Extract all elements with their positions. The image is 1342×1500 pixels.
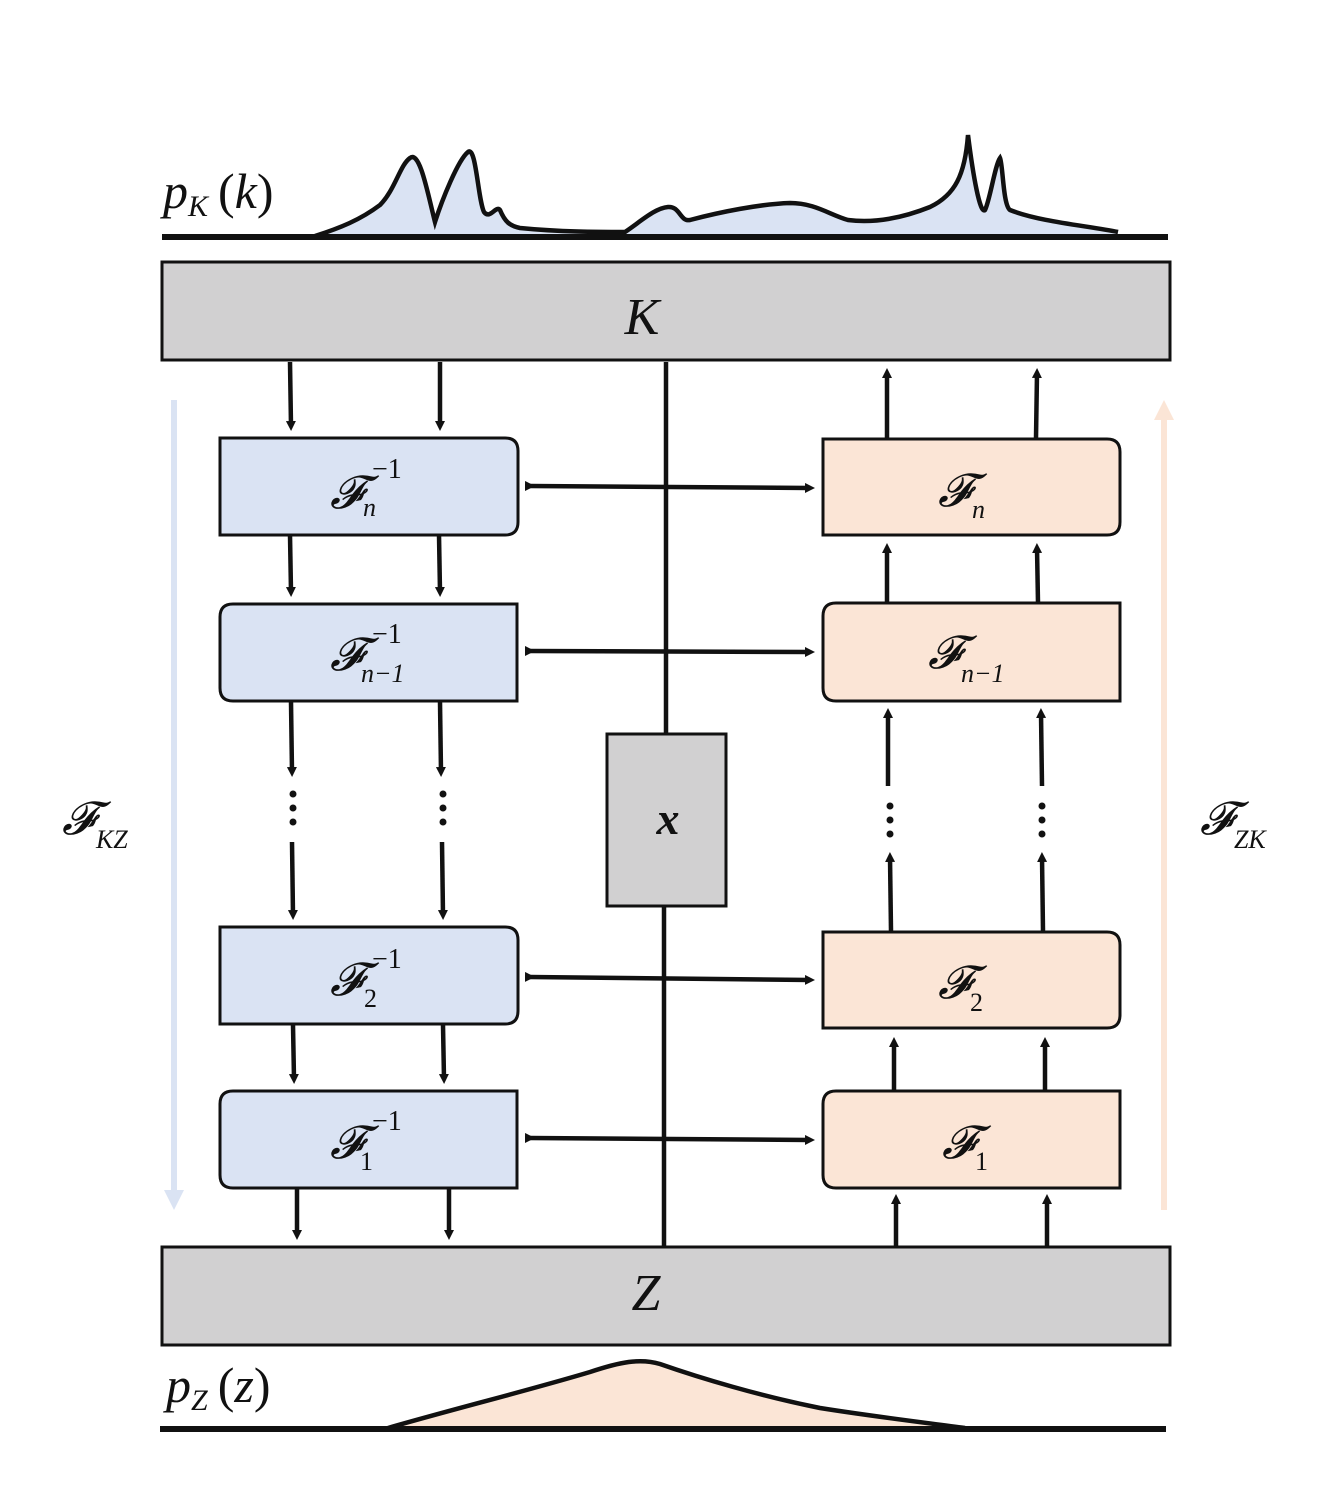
svg-text:1: 1 — [360, 1147, 373, 1176]
svg-text:n: n — [972, 495, 985, 524]
k-bar-label: K — [624, 289, 662, 346]
inverse-block-n-1: 𝓕 −1 n−1 — [218, 602, 519, 703]
top-density: pK(k) — [160, 134, 1168, 240]
bottom-density-fill — [388, 1361, 965, 1428]
svg-text:2: 2 — [364, 984, 377, 1013]
center-box-label: x — [656, 793, 680, 844]
pairing-arrows — [524, 480, 815, 1145]
svg-text:1: 1 — [975, 1147, 988, 1176]
svg-text:n−1: n−1 — [961, 659, 1005, 688]
inverse-block-2: 𝓕 −1 2 — [218, 925, 520, 1026]
k-bar: K — [160, 260, 1172, 362]
svg-text:−1: −1 — [372, 619, 402, 650]
kz-direction-arrow — [164, 400, 184, 1210]
svg-text:n−1: n−1 — [361, 659, 405, 688]
inverse-block-1: 𝓕 −1 1 — [218, 1089, 519, 1190]
center-box: x — [605, 732, 728, 908]
z-bar: Z — [160, 1245, 1172, 1347]
inverse-flow-arrows — [285, 361, 454, 1240]
bottom-density: pZ(z) — [160, 1357, 1166, 1432]
forward-ellipsis — [886, 802, 1046, 838]
bottom-density-label: pZ(z) — [163, 1357, 270, 1417]
top-density-curve — [314, 134, 1119, 239]
svg-text:−1: −1 — [372, 1106, 402, 1137]
kz-label: 𝓕KZ — [62, 791, 128, 854]
k-bar-rect — [160, 260, 1172, 362]
z-bar-rect — [160, 1245, 1172, 1347]
svg-text:2: 2 — [970, 988, 983, 1017]
zk-label: 𝓕ZK — [1200, 791, 1267, 854]
zk-direction-arrow — [1154, 400, 1174, 1210]
center-box-rect — [605, 732, 728, 908]
forward-block-n: 𝓕 n — [821, 437, 1122, 537]
svg-text:−1: −1 — [372, 944, 402, 975]
forward-block-2: 𝓕 2 — [821, 930, 1122, 1030]
svg-text:n: n — [363, 493, 376, 522]
inverse-ellipsis — [289, 790, 447, 826]
forward-block-1: 𝓕 1 — [821, 1089, 1122, 1190]
forward-block-n-1: 𝓕 n−1 — [821, 601, 1122, 703]
z-bar-label: Z — [632, 1265, 662, 1322]
svg-text:−1: −1 — [372, 454, 402, 485]
top-density-label: pK(k) — [160, 163, 274, 223]
bottom-density-curve — [387, 1358, 966, 1431]
inverse-block-n: 𝓕 −1 n — [218, 436, 520, 537]
forward-flow-arrows — [882, 368, 1052, 1246]
